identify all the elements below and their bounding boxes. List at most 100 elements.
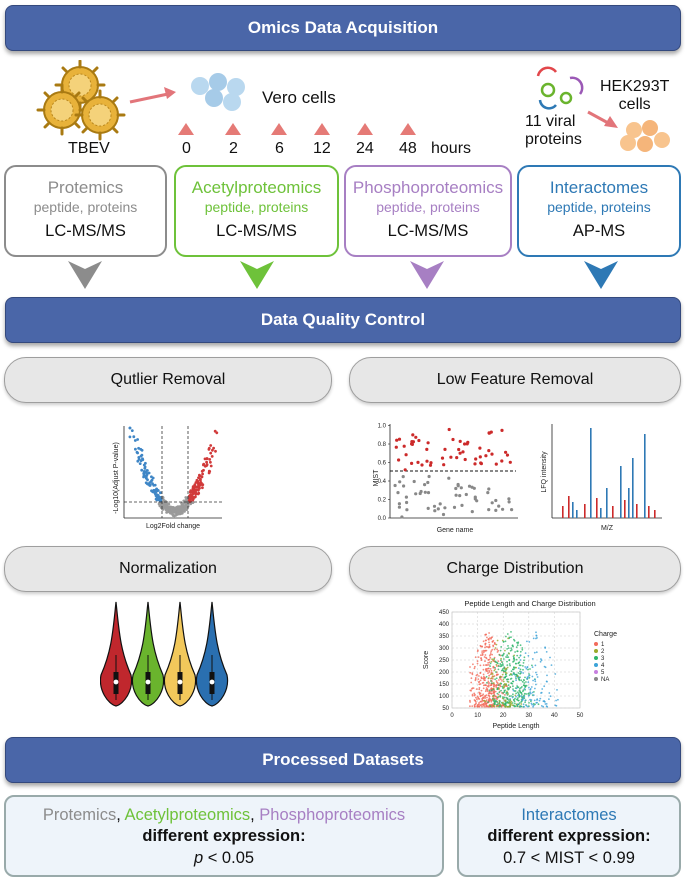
charge-point [529,698,531,701]
charge-point [471,688,473,690]
charge-point [472,663,474,666]
charge-legend-label: 1 [601,642,605,648]
mist-point-high [490,452,494,456]
charge-point [497,668,500,671]
charge-point [525,693,528,695]
charge-point [487,672,489,674]
omics-method: LC-MS/MS [45,222,126,240]
charge-point [477,703,480,706]
charge-point [499,649,502,652]
charge-point [469,671,472,674]
volcano-point [197,488,200,492]
mist-point-high [500,428,504,432]
charge-point [535,701,538,704]
charge-point [484,633,487,636]
charge-point [492,685,495,687]
charge-point [541,688,544,690]
charge-point [519,670,521,673]
qc-normalization: Normalization [4,546,332,592]
mist-point-low [487,508,491,512]
charge-point [520,703,523,705]
charge-point [520,695,523,697]
volcano-point [203,464,207,468]
charge-point [535,651,538,654]
timepoint-marker [225,123,241,135]
charge-point [550,664,553,666]
charge-legend-swatch [594,663,598,667]
charge-point [490,703,493,706]
charge-point [523,659,525,662]
mist-ytick-label: 0.4 [378,479,387,485]
lfq-bar [628,488,630,518]
violin-median [145,679,151,685]
volcano-point [199,474,202,478]
violin-plot [100,601,229,707]
charge-point [482,651,485,654]
volcano-point [193,485,197,489]
charge-point [536,676,539,678]
charge-point [501,680,503,682]
mist-point-high [402,444,406,448]
mist-point-low [452,505,457,509]
volcano-point [138,462,142,465]
charge-point [487,659,490,661]
mist-point-low [427,474,431,479]
charge-point [532,679,534,682]
mist-point-high [414,435,418,439]
lfq-bar [612,506,614,518]
charge-point [476,698,478,701]
charge-point [518,688,521,690]
volcano-point [144,475,148,479]
omics-box-proteomics: Protemics peptide, proteins LC-MS/MS [4,165,167,257]
output-left-title-part: , [116,806,125,824]
charge-point [476,650,479,653]
charge-point [540,705,543,707]
qc-charge-distribution: Charge Distribution [349,546,681,592]
charge-point [529,691,532,694]
charge-point [518,661,521,664]
charge-point [535,631,537,634]
charge-point [518,656,520,659]
omics-method: LC-MS/MS [216,222,297,240]
hek-cells-icon [620,120,670,152]
charge-legend-label: 4 [601,663,605,669]
charge-point [482,649,485,652]
mist-point-low [400,515,404,519]
charge-point [517,662,520,665]
banner-processed: Processed Datasets [5,737,681,783]
omics-title: Protemics [47,178,124,197]
charge-point [484,695,487,698]
charge-point [515,692,517,695]
mist-point-high [504,450,508,454]
mist-point-high [410,461,414,465]
mist-point-low [423,483,427,487]
charge-point [514,697,516,700]
volcano-point [140,468,144,472]
volcano-point [208,458,212,461]
charge-point [542,705,545,708]
mist-point-high [478,446,482,450]
lfq-bar [632,458,634,518]
mist-point-low [436,507,440,511]
charge-point [540,691,543,694]
charge-point [529,688,532,690]
charge-title: Peptide Length and Charge Distribution [464,599,595,608]
charge-point [489,662,492,665]
charge-point [493,659,495,661]
charge-point [531,658,534,660]
charge-point [485,675,488,678]
charge-point [493,669,496,672]
charge-point [489,668,492,670]
qc-low-feature-removal: Low Feature Removal [349,357,681,403]
mist-point-high [404,453,408,457]
mist-point-high [447,427,451,432]
charge-point [528,692,530,695]
charge-point [488,704,491,707]
charge-point [519,650,522,653]
volcano-point [167,502,171,506]
charge-point [499,665,502,668]
charge-point [502,664,504,667]
charge-point [523,679,525,682]
volcano-point [139,454,143,458]
mist-point-low [443,506,447,510]
